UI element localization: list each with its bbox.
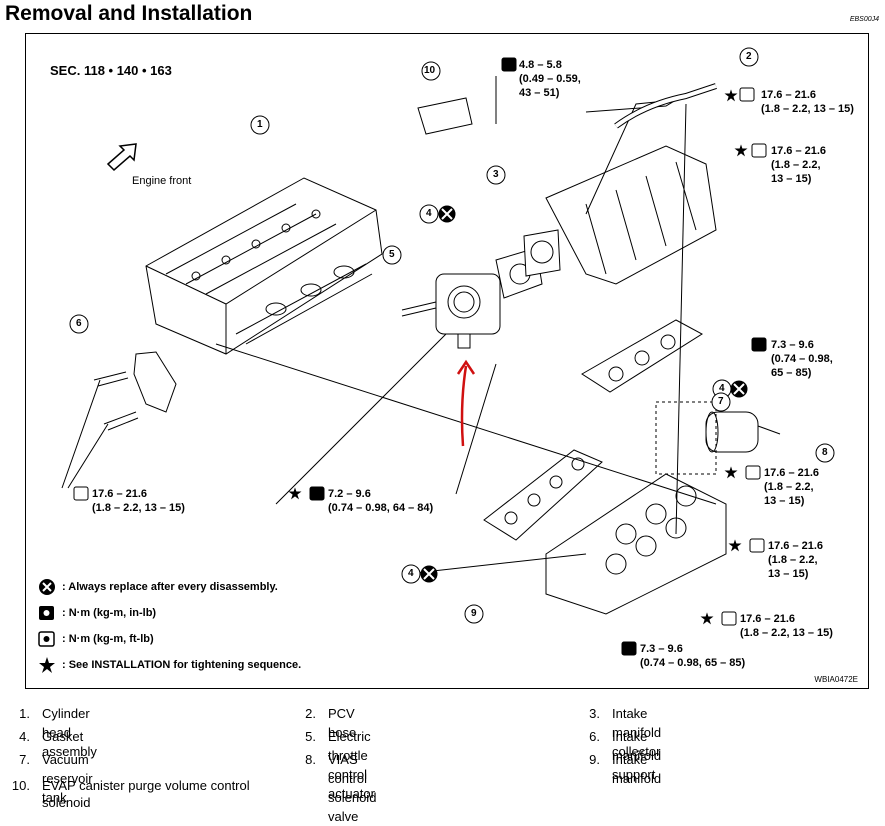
star-icon	[39, 657, 55, 673]
manifold-support-drawing	[93, 351, 177, 431]
callout-4-top: 4	[426, 208, 432, 219]
torque-spec-top-right-2: 17.6 – 21.6 (1.8 – 2.2, 13 – 15)	[771, 145, 827, 185]
upper-gasket-drawing	[581, 319, 703, 393]
callout-4-right: 4	[719, 383, 725, 394]
wrench-icon-ftlb	[38, 631, 55, 647]
callout-7: 7	[718, 396, 724, 407]
collector-drawing	[545, 93, 717, 285]
figure-code: WBIA0472E	[814, 675, 858, 684]
replace-icon	[39, 579, 55, 595]
document-code: EBS00J4	[849, 16, 879, 23]
callout-5: 5	[389, 249, 395, 260]
callout-4-bottom: 4	[408, 568, 414, 579]
section-reference: SEC. 118 • 140 • 163	[50, 63, 172, 78]
red-annotation-arrow	[460, 365, 468, 447]
torque-spec-right-1: 17.6 – 21.6 (1.8 – 2.2, 13 – 15)	[764, 467, 820, 507]
callout-circles	[69, 47, 835, 624]
page-title: Removal and Installation	[5, 2, 253, 25]
torque-spec-mid-right: 7.3 – 9.6 (0.74 – 0.98, 65 – 85)	[771, 339, 833, 379]
torque-spec-right-2: 17.6 – 21.6 (1.8 – 2.2, 13 – 15)	[768, 540, 824, 580]
lower-gasket-drawing	[483, 449, 603, 541]
intake-manifold-drawing	[545, 473, 727, 615]
exploded-diagram: SEC. 118 • 140 • 163 Engine front 10 2 1…	[25, 33, 869, 689]
callout-10: 10	[424, 65, 436, 76]
callout-6: 6	[76, 318, 82, 329]
engine-front-label: Engine front	[132, 175, 192, 187]
callout-3: 3	[493, 169, 499, 180]
gasket-drawings	[495, 229, 561, 299]
torque-spec-center: 7.2 – 9.6 (0.74 – 0.98, 64 – 84)	[328, 488, 434, 514]
torque-spec-top-right-1: 17.6 – 21.6 (1.8 – 2.2, 13 – 15)	[761, 89, 854, 115]
torque-spec-right-3: 17.6 – 21.6 (1.8 – 2.2, 13 – 15)	[740, 613, 833, 639]
throttle-body-drawing	[401, 273, 501, 349]
evap-solenoid-drawing	[417, 76, 497, 135]
callout-1: 1	[257, 119, 263, 130]
callout-2: 2	[746, 51, 752, 62]
torque-spec-top-center: 4.8 – 5.8 (0.49 – 0.59, 43 – 51)	[519, 59, 581, 99]
torque-spec-left: 17.6 – 21.6 (1.8 – 2.2, 13 – 15)	[92, 488, 185, 514]
engine-front-arrow-icon	[106, 143, 137, 172]
wrench-icon-inlb	[39, 606, 54, 620]
torque-spec-bottom: 7.3 – 9.6 (0.74 – 0.98, 65 – 85)	[640, 643, 746, 669]
callout-8: 8	[822, 447, 828, 458]
vacuum-tank-drawing	[705, 411, 781, 453]
callout-9: 9	[471, 608, 477, 619]
cylinder-head-drawing	[145, 177, 383, 355]
diagram-drawing	[61, 47, 835, 624]
